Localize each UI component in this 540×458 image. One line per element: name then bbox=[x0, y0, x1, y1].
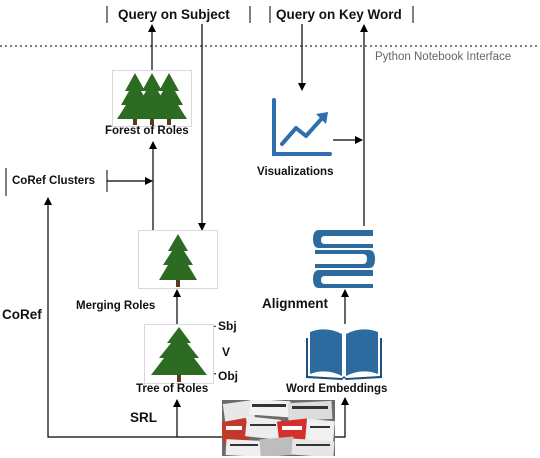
sbj-label: Sbj bbox=[218, 319, 237, 333]
open-book-icon bbox=[306, 329, 382, 380]
query-subject-label[interactable]: Query on Subject bbox=[118, 7, 230, 22]
visualizations-label: Visualizations bbox=[257, 166, 334, 178]
merging-frame bbox=[138, 230, 218, 289]
coref-clusters-label: CoRef Clusters bbox=[12, 175, 96, 187]
book-stack-icon bbox=[313, 230, 375, 288]
chart-line-icon bbox=[272, 98, 332, 156]
tree-frame bbox=[144, 324, 214, 384]
arrow-newspapers-to-embeddings bbox=[335, 397, 349, 438]
tree-icon bbox=[151, 327, 207, 382]
tree-icon bbox=[159, 234, 197, 287]
query-keyword-label[interactable]: Query on Key Word bbox=[276, 7, 402, 22]
arrow-newspapers-to-coref bbox=[44, 197, 222, 438]
coref-label: CoRef bbox=[2, 307, 42, 322]
srl-label: SRL bbox=[130, 410, 157, 425]
tree-of-roles-label: Tree of Roles bbox=[136, 383, 209, 395]
forest-of-roles-label: Forest of Roles bbox=[105, 125, 189, 137]
alignment-label: Alignment bbox=[262, 296, 328, 311]
word-embeddings-label: Word Embeddings bbox=[286, 383, 388, 395]
obj-label: Obj bbox=[218, 369, 238, 383]
v-label: V bbox=[222, 345, 231, 359]
interface-label: Python Notebook Interface bbox=[375, 51, 512, 63]
forest-frame bbox=[112, 70, 192, 127]
newspapers-image bbox=[222, 400, 335, 456]
merging-roles-label: Merging Roles bbox=[76, 300, 156, 312]
forest-icon bbox=[117, 73, 187, 125]
